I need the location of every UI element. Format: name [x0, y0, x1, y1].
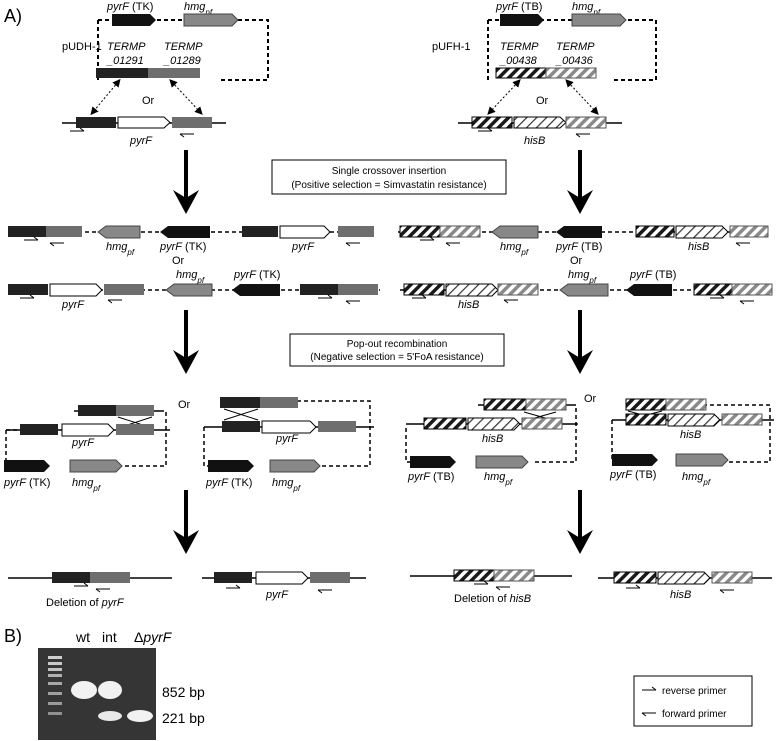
band-int-221 — [98, 711, 122, 721]
svg-text:pyrF (TB): pyrF (TB) — [495, 1, 542, 13]
size-221: 221 bp — [162, 710, 205, 726]
integrant-left-1: hmgpf pyrF (TK) pyrF Or — [8, 225, 374, 267]
box-popout: Pop-out recombination (Negative selectio… — [289, 333, 505, 367]
svg-text:hisB: hisB — [688, 241, 709, 253]
final-left-deletion: Deletion of pyrF — [8, 572, 172, 609]
pyrF-marker-label: pyrF — [129, 135, 153, 147]
size-852: 852 bp — [162, 684, 205, 700]
svg-text:hisB: hisB — [670, 589, 691, 601]
svg-text:Or: Or — [570, 255, 583, 267]
svg-text:pyrF (TK): pyrF (TK) — [205, 477, 252, 489]
svg-text:hisB: hisB — [524, 135, 545, 147]
final-left-wildtype: pyrF — [202, 571, 366, 601]
termp-01291 — [96, 68, 148, 78]
svg-text:hmgpf: hmgpf — [568, 269, 597, 285]
svg-text:hisB: hisB — [482, 433, 503, 445]
svg-text:pyrF (TK): pyrF (TK) — [3, 477, 50, 489]
final-right-deletion: Deletion of hisB — [410, 569, 572, 605]
svg-text:pyrF (TB): pyrF (TB) — [609, 469, 656, 481]
svg-text:TERMP: TERMP — [500, 41, 539, 53]
svg-text:Or: Or — [172, 255, 185, 267]
svg-text:pyrF: pyrF — [275, 433, 299, 445]
hmg-gene — [183, 13, 239, 27]
svg-text:pyrF: pyrF — [71, 437, 95, 449]
plasmid-pudh1: pyrF (TK) hmgpf pUDH-1 TERMP _01291 TERM… — [62, 1, 269, 147]
svg-text:pyrF (TK): pyrF (TK) — [106, 1, 153, 13]
svg-text:_00436: _00436 — [555, 55, 594, 67]
svg-text:pyrF: pyrF — [61, 299, 85, 311]
svg-text:hmgpf: hmgpf — [72, 477, 101, 493]
svg-text:Or: Or — [584, 393, 597, 405]
band-int-852 — [98, 681, 122, 699]
svg-text:hmgpf: hmgpf — [572, 1, 601, 17]
panel-label-b: B) — [4, 626, 22, 646]
svg-text:pyrF: pyrF — [291, 241, 315, 253]
svg-text:forward primer: forward primer — [662, 709, 727, 720]
svg-text:TERMP: TERMP — [164, 41, 203, 53]
svg-text:pyrF (TB): pyrF (TB) — [407, 471, 454, 483]
final-right-wildtype: hisB — [598, 571, 772, 601]
svg-text:hmgpf: hmgpf — [500, 241, 529, 257]
svg-text:hmgpf: hmgpf — [682, 471, 711, 487]
popout-left-b: pyrF pyrF (TK) hmgpf — [203, 397, 374, 493]
svg-text:hmgpf: hmgpf — [272, 477, 301, 493]
plasmid-pufh1: pyrF (TB) hmgpf pUFH-1 TERMP _00438 TERM… — [432, 1, 657, 147]
svg-text:(Negative selection = 5'FoA re: (Negative selection = 5'FoA resistance) — [310, 352, 483, 363]
gel-image — [38, 648, 156, 740]
svg-text:pyrF (TK): pyrF (TK) — [233, 269, 280, 281]
pyrF-tk-label: pyrF — [106, 1, 130, 13]
svg-text:TERMP: TERMP — [556, 41, 595, 53]
svg-text:pUFH-1: pUFH-1 — [432, 41, 471, 53]
pyrF-tk-gene — [112, 14, 156, 26]
hmg-label: hmgpf — [184, 1, 213, 17]
svg-text:reverse primer: reverse primer — [662, 686, 727, 697]
svg-text:pyrF (TB): pyrF (TB) — [555, 241, 602, 253]
svg-text:Or: Or — [536, 95, 549, 107]
band-wt-852 — [71, 681, 97, 699]
lane-label-delta: ΔpyrF — [134, 629, 173, 645]
svg-text:Pop-out recombination: Pop-out recombination — [347, 339, 448, 350]
primer-legend: reverse primer forward primer — [633, 675, 753, 727]
integrant-right-2: hmgpf pyrF (TB) hisB — [400, 269, 773, 311]
svg-text:Deletion of hisB: Deletion of hisB — [454, 593, 531, 605]
popout-right-b: hisB pyrF (TB) hmgpf — [609, 398, 774, 487]
band-delta-221 — [127, 710, 153, 722]
svg-text:Or: Or — [178, 399, 191, 411]
svg-text:(Positive selection = Simvasta: (Positive selection = Simvastatin resist… — [291, 180, 486, 191]
svg-text:TERMP: TERMP — [107, 41, 146, 53]
svg-text:hisB: hisB — [458, 299, 479, 311]
popout-left-a: pyrF pyrF (TK) hmgpf — [3, 405, 170, 493]
box-single-crossover: Single crossover insertion (Positive sel… — [271, 159, 507, 195]
svg-text:Or: Or — [142, 95, 155, 107]
lane-label-int: int — [102, 629, 117, 645]
svg-text:_00438: _00438 — [499, 55, 538, 67]
svg-text:_01291: _01291 — [106, 55, 144, 67]
panel-label-a: A) — [4, 6, 22, 26]
forward-primer-icon — [641, 712, 656, 717]
integrant-left-2: hmgpf pyrF (TK) pyrF — [8, 269, 380, 311]
popout-right-a: hisB pyrF (TB) hmgpf — [405, 398, 578, 487]
integrant-right-1: hmgpf pyrF (TB) hisB Or — [398, 225, 769, 267]
svg-text:hmgpf: hmgpf — [106, 241, 135, 257]
svg-text:Single crossover insertion: Single crossover insertion — [332, 166, 447, 177]
plasmid-name: pUDH-1 — [62, 41, 102, 53]
svg-text:hmgpf: hmgpf — [484, 471, 513, 487]
termp-01289 — [148, 68, 200, 78]
lane-label-wt: wt — [75, 629, 90, 645]
svg-text:hmgpf: hmgpf — [176, 269, 205, 285]
svg-text:_01289: _01289 — [163, 55, 201, 67]
reverse-primer-icon — [642, 686, 657, 691]
svg-text:pyrF: pyrF — [265, 589, 289, 601]
svg-text:hisB: hisB — [680, 429, 701, 441]
svg-text:pyrF (TK): pyrF (TK) — [159, 241, 206, 253]
svg-text:pyrF (TB): pyrF (TB) — [629, 269, 676, 281]
svg-text:Deletion of pyrF: Deletion of pyrF — [46, 597, 125, 609]
